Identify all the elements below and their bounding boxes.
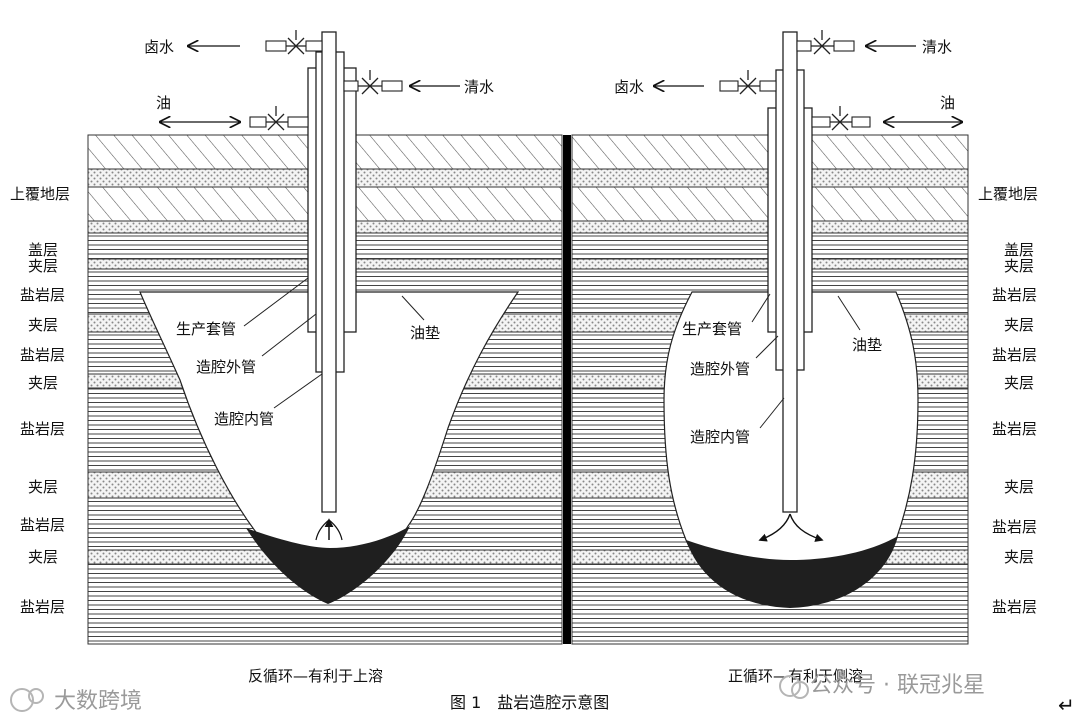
watermark-left-text: 大数跨境 — [54, 689, 142, 714]
left-salt-label-1: 盐岩层 — [20, 286, 65, 304]
right-interlayer-label-2: 夹层 — [1004, 316, 1034, 334]
right-interlayer-label-3: 夹层 — [1004, 374, 1034, 392]
watermark-logo-icon — [10, 688, 34, 712]
left-caprock-label: 盖层 — [28, 241, 58, 259]
right-salt-label-4: 盐岩层 — [992, 518, 1037, 536]
right-clean-water-label: 清水 — [922, 38, 952, 56]
left-interlayer-label-5: 夹层 — [28, 548, 58, 566]
right-interlayer-label-4: 夹层 — [1004, 478, 1034, 496]
left-interlayer-label-1: 夹层 — [28, 257, 58, 275]
left-salt-label-3: 盐岩层 — [20, 420, 65, 438]
left-inner-pipe-label: 造腔内管 — [214, 410, 274, 428]
cavity-inner-pipe-left — [321, 31, 337, 513]
right-outer-pipe-label: 造腔外管 — [690, 360, 750, 378]
right-oil-label: 油 — [940, 94, 955, 112]
watermark-right-text: 公众号 · 联冠兆星 — [810, 673, 985, 698]
left-interlayer-label-4: 夹层 — [28, 478, 58, 496]
left-oil-cushion-label: 油垫 — [410, 324, 440, 342]
right-caprock-label: 盖层 — [1004, 241, 1034, 259]
well-right — [654, 30, 962, 542]
figure-caption: 图 1 盐岩造腔示意图 — [450, 693, 609, 712]
return-arrow-icon: ↵ — [1058, 693, 1075, 717]
well-left — [160, 30, 460, 541]
right-brine-label: 卤水 — [614, 78, 644, 96]
right-inner-pipe-label: 造腔内管 — [690, 428, 750, 446]
left-outer-pipe-label: 造腔外管 — [196, 358, 256, 376]
right-interlayer-label-1: 夹层 — [1004, 257, 1034, 275]
left-interlayer-label-2: 夹层 — [28, 316, 58, 334]
right-oil-cushion-label: 油垫 — [852, 336, 882, 354]
left-interlayer-label-3: 夹层 — [28, 374, 58, 392]
left-oil-label: 油 — [156, 94, 171, 112]
right-salt-label-3: 盐岩层 — [992, 420, 1037, 438]
left-salt-label-4: 盐岩层 — [20, 516, 65, 534]
cavity-inner-pipe-right — [782, 31, 798, 513]
right-panel-caption: 正循环—有利于侧溶 — [728, 667, 863, 685]
left-salt-label-5: 盐岩层 — [20, 598, 65, 616]
left-brine-label: 卤水 — [144, 38, 174, 56]
left-overburden-label: 上覆地层 — [10, 185, 70, 203]
right-salt-label-2: 盐岩层 — [992, 346, 1037, 364]
left-clean-water-label: 清水 — [464, 78, 494, 96]
left-production-casing-label: 生产套管 — [176, 320, 236, 338]
sediment-right — [686, 536, 898, 608]
panel-divider — [563, 135, 571, 644]
right-interlayer-label-5: 夹层 — [1004, 548, 1034, 566]
left-panel-caption: 反循环—有利于上溶 — [248, 667, 383, 685]
right-salt-label-5: 盐岩层 — [992, 598, 1037, 616]
left-salt-label-2: 盐岩层 — [20, 346, 65, 364]
sediment-left — [246, 526, 410, 604]
watermark-right: 公众号 · 联冠兆星 — [779, 673, 985, 699]
right-salt-label-1: 盐岩层 — [992, 286, 1037, 304]
right-production-casing-label: 生产套管 — [682, 320, 742, 338]
wechat-icon — [779, 675, 801, 697]
watermark-left: 大数跨境 — [10, 688, 142, 714]
right-overburden-label: 上覆地层 — [978, 185, 1038, 203]
